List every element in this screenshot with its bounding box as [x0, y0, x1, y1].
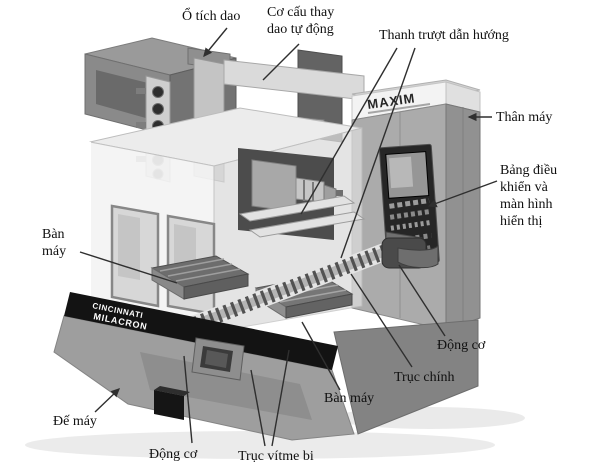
leader-ban-may-trai — [79, 251, 178, 284]
keypad-row — [390, 220, 431, 231]
base-motor-block — [154, 390, 184, 420]
label-bang-dieu-khien: Bảng điều khiển và màn hình hiển thị — [500, 163, 558, 230]
spindle-motor — [381, 237, 439, 269]
label-truc-vitme-bi: Trục vítme bi — [238, 449, 314, 464]
leader-dong-co-phai — [398, 264, 446, 337]
label-than-may: Thân máy — [496, 110, 553, 125]
pallet-table-left — [150, 255, 250, 300]
leader-truc-vitme-1 — [250, 369, 266, 447]
leader-dong-co-duoi — [183, 355, 193, 444]
base-right — [333, 319, 479, 435]
leader-truc-chinh — [350, 273, 413, 368]
label-dong-co-duoi: Động cơ — [149, 447, 198, 462]
leader-thanh-truot-2 — [340, 47, 416, 259]
guide-rails — [238, 195, 366, 238]
keypad-row — [391, 232, 432, 244]
keypad-row — [389, 198, 430, 209]
leader-ban-may-duoi — [301, 321, 341, 391]
label-o-tich-dao: Ổ tích dao — [182, 9, 241, 24]
label-dong-co-phai: Động cơ — [437, 338, 486, 353]
leader-lines — [79, 27, 498, 447]
leader-o-tich-dao — [203, 27, 228, 58]
leader-thanh-truot-1 — [300, 47, 398, 215]
label-co-cau-thay-dao: Cơ cấu thay dao tự động — [267, 5, 335, 38]
brand-top-text: MAXIM — [366, 90, 416, 112]
leader-co-cau-thay-dao — [262, 43, 300, 81]
spindle — [251, 159, 343, 213]
label-ban-may-duoi: Bàn máy — [324, 391, 375, 406]
label-thanh-truot: Thanh trượt dẫn hướng — [379, 28, 509, 43]
label-truc-chinh: Trục chính — [394, 370, 455, 385]
brand-front-band — [64, 292, 338, 370]
ground-shadow — [25, 431, 495, 459]
control-panel — [378, 143, 440, 266]
leader-truc-vitme-2 — [271, 349, 290, 447]
label-de-may: Đế máy — [53, 414, 97, 429]
label-ban-may-trai: Bàn máy — [42, 227, 67, 260]
leader-bang-dieu-khien — [427, 180, 498, 208]
leader-de-may — [94, 388, 121, 413]
